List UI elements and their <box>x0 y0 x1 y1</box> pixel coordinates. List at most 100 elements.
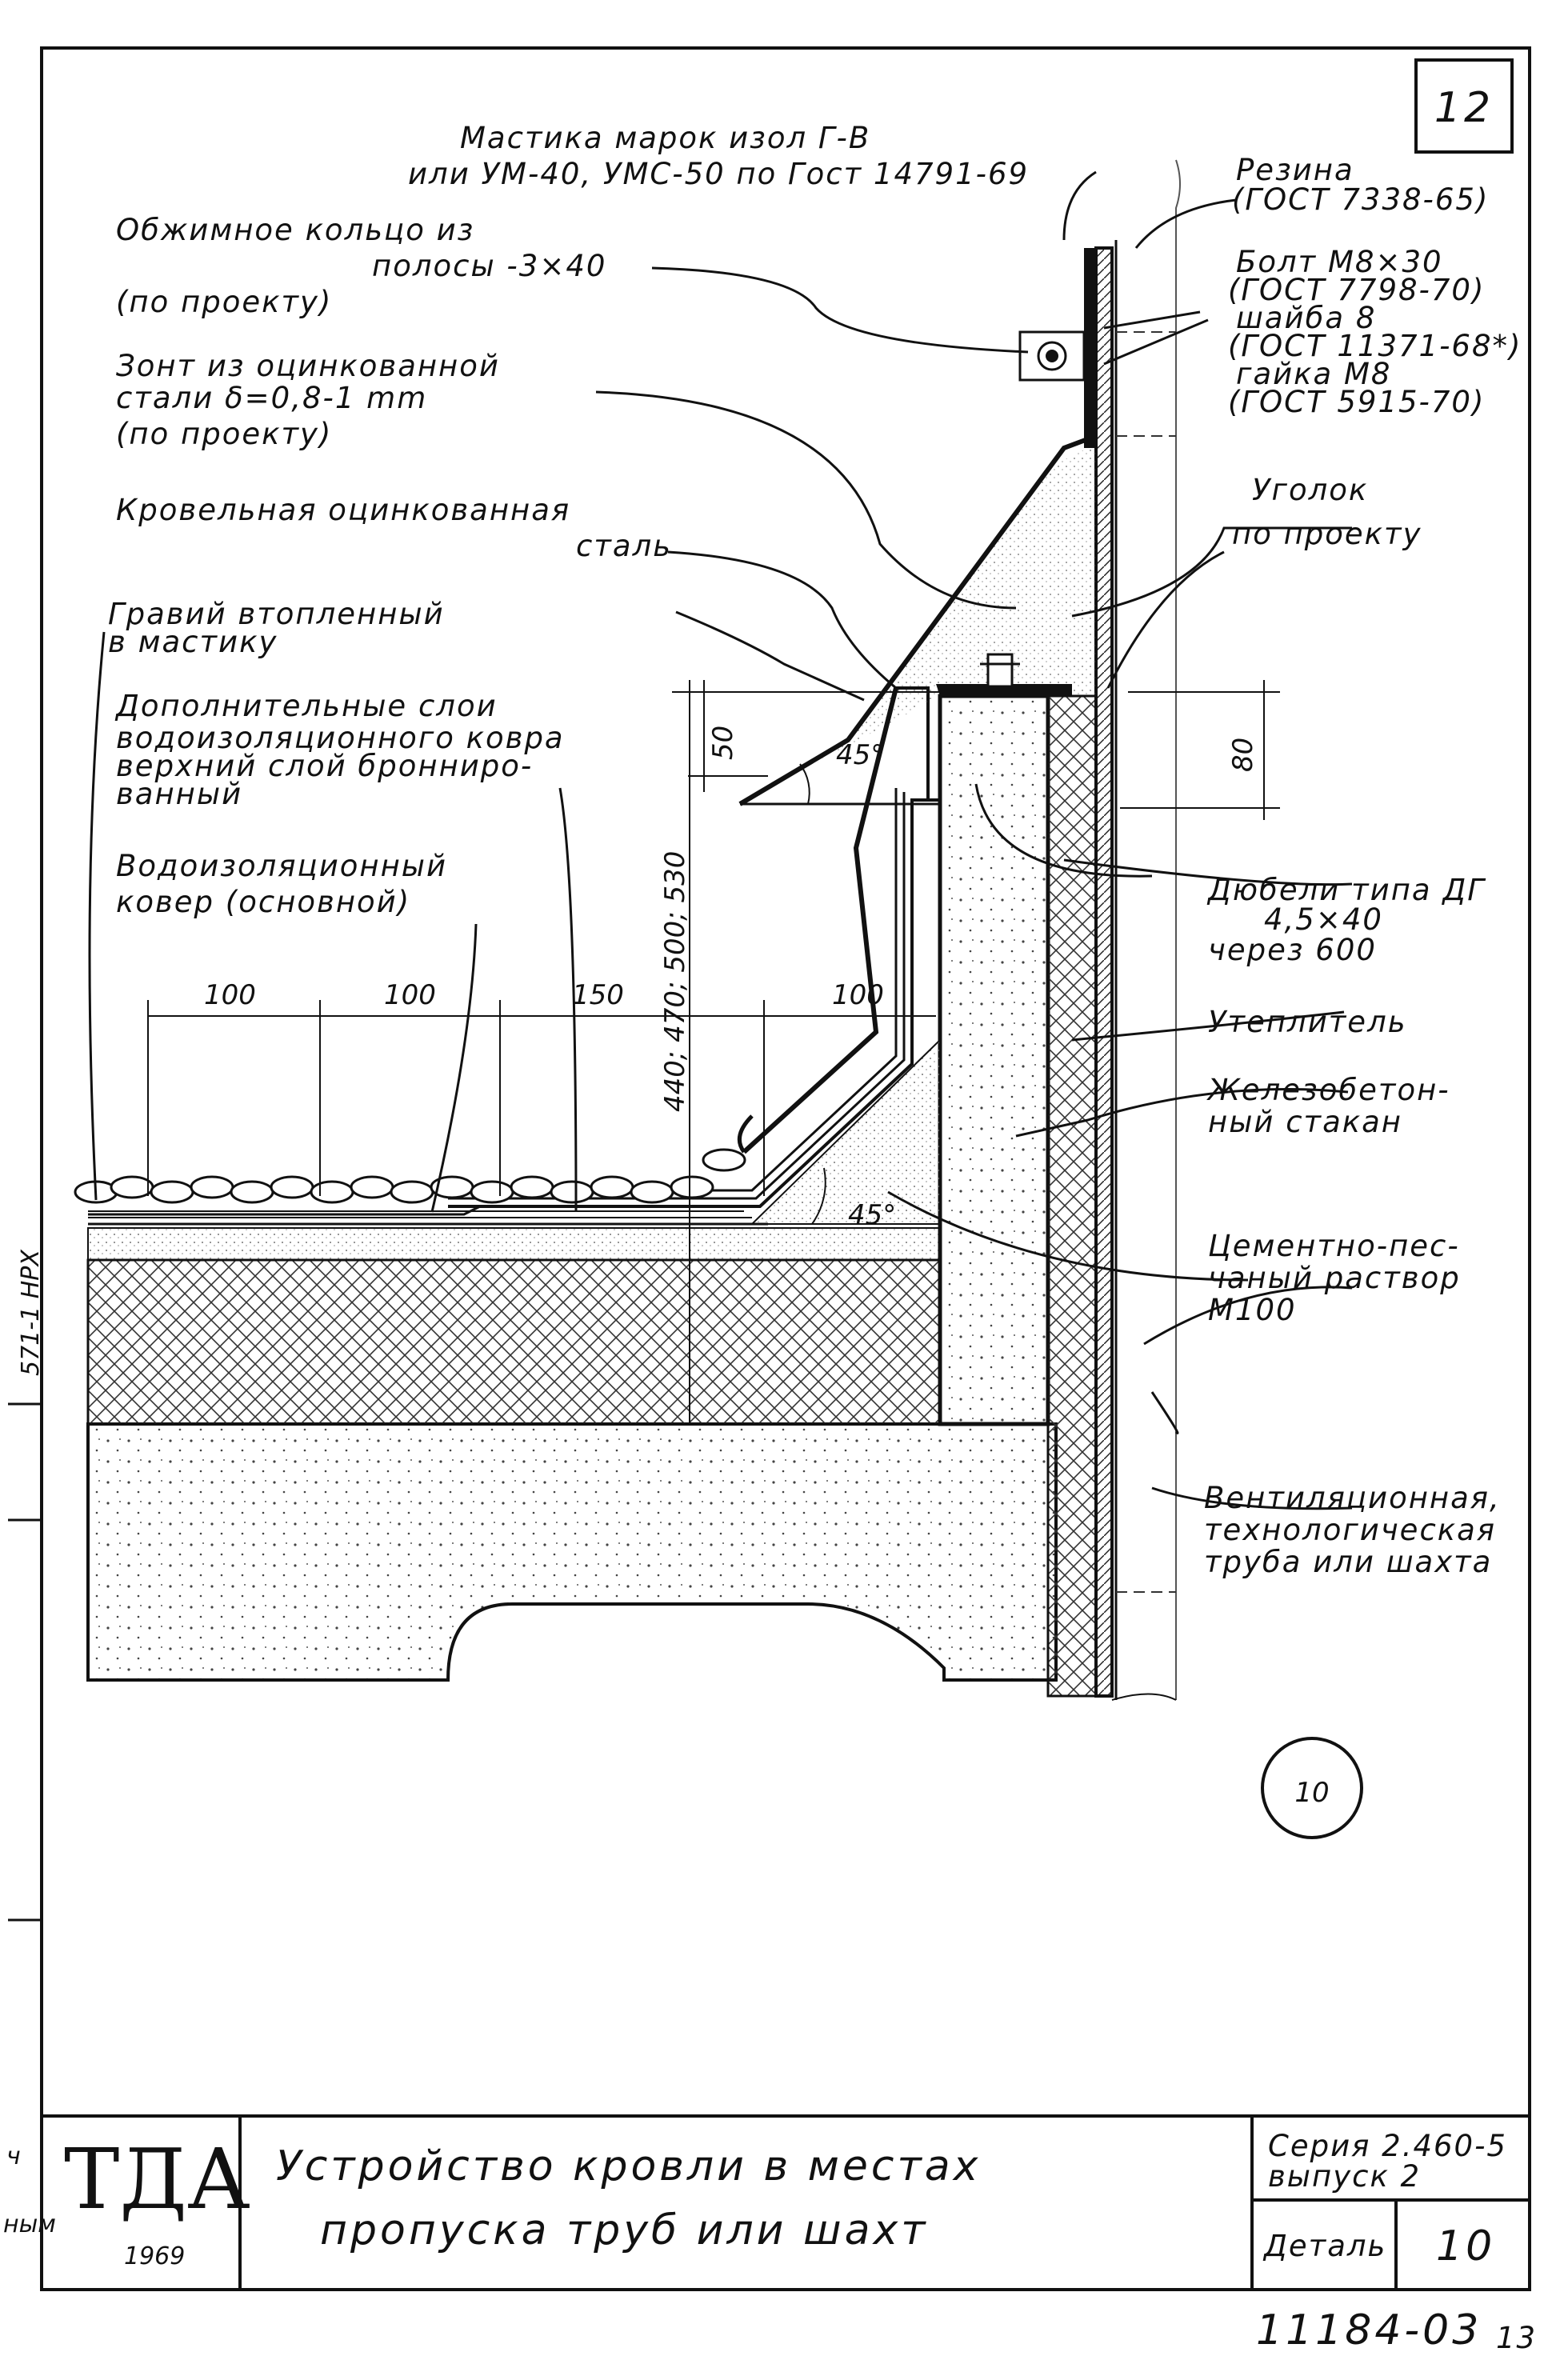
callout-umbrella: Зонт из оцинкованной стали δ=0,8-1 mm (п… <box>116 349 500 451</box>
svg-text:гайка М8: гайка М8 <box>1236 357 1391 391</box>
svg-text:стали δ=0,8-1 mm: стали δ=0,8-1 mm <box>116 381 427 415</box>
svg-text:труба или шахта: труба или шахта <box>1204 1545 1492 1579</box>
svg-text:чаный раствор: чаный раствор <box>1208 1261 1461 1295</box>
svg-text:Обжимное кольцо из: Обжимное кольцо из <box>116 213 474 247</box>
dimension-lines <box>147 680 1280 1424</box>
gravel-stone <box>350 1175 394 1199</box>
dim-100-a: 100 <box>204 979 256 1011</box>
svg-text:(по проекту): (по проекту) <box>116 285 332 319</box>
callout-rubber: Резина (ГОСТ 7338-65) <box>1232 153 1489 217</box>
umbrella <box>737 248 1098 1154</box>
svg-text:Цементно-пес-: Цементно-пес- <box>1208 1229 1460 1263</box>
dimension-texts: 100 100 150 100 50 80 440; 470; 500; 530… <box>204 726 1259 1231</box>
callout-extra-layers: Дополнительные слои водоизоляционного ко… <box>114 689 565 811</box>
svg-text:Болт М8×30: Болт М8×30 <box>1236 245 1443 279</box>
svg-text:Водоизоляционный: Водоизоляционный <box>116 849 447 883</box>
callout-gravel: Гравий втопленный в мастику <box>108 597 445 659</box>
detail-marker: 10 <box>1261 1737 1363 1839</box>
svg-text:Утеплитель: Утеплитель <box>1208 1005 1407 1039</box>
drawing-title-line2: пропуска труб или шахт <box>320 2206 929 2254</box>
svg-text:сталь: сталь <box>576 529 672 563</box>
svg-text:технологическая: технологическая <box>1204 1513 1496 1547</box>
dim-angle-2: 45° <box>848 1199 896 1231</box>
gravel-stone <box>230 1180 274 1204</box>
callout-main-carpet: Водоизоляционный ковер (основной) <box>116 849 447 919</box>
svg-text:Уголок: Уголок <box>1252 473 1368 507</box>
svg-text:шайба 8: шайба 8 <box>1236 301 1376 335</box>
callout-mortar: Цементно-пес- чаный раствор М100 <box>1208 1229 1461 1327</box>
callout-mastic: Мастика марок изол Г-В или УМ-40, УМС-50… <box>408 121 1029 191</box>
left-stamp-2: ным <box>3 2210 56 2238</box>
gravel-stone <box>702 1148 746 1172</box>
svg-text:(ГОСТ 7338-65): (ГОСТ 7338-65) <box>1232 182 1489 217</box>
gravel-stone <box>590 1175 634 1199</box>
gravel-stone <box>270 1175 314 1199</box>
detail-value: 10 <box>1436 2222 1495 2270</box>
issue: выпуск 2 <box>1268 2159 1421 2194</box>
leader-lines <box>88 170 1353 1510</box>
callout-roof-steel: Кровельная оцинкованная сталь <box>116 493 672 563</box>
organization-logo: ТДА <box>64 2130 250 2228</box>
doc-number: 11184-03 <box>1256 2306 1482 2354</box>
callout-ring: Обжимное кольцо из полосы -3×40 (по прое… <box>116 213 606 319</box>
title-block: ТДА 1969 Устройство кровли в местах проп… <box>3 2114 1530 2290</box>
svg-text:ковер (основной): ковер (основной) <box>116 885 410 919</box>
svg-text:Кровельная оцинкованная: Кровельная оцинкованная <box>116 493 570 527</box>
series: Серия 2.460-5 <box>1268 2129 1507 2163</box>
gravel-stone <box>110 1175 154 1199</box>
footer: 11184-03 13 <box>1256 2306 1537 2355</box>
svg-text:4,5×40: 4,5×40 <box>1264 902 1383 937</box>
svg-text:Резина: Резина <box>1236 153 1354 187</box>
callout-angle: Уголок по проекту <box>1232 473 1420 551</box>
detail-label: Деталь <box>1262 2229 1386 2263</box>
dim-150: 150 <box>572 979 624 1011</box>
gravel-stone <box>510 1175 554 1199</box>
svg-text:в мастику: в мастику <box>108 625 278 659</box>
page-number-box: 12 <box>1414 58 1514 154</box>
dim-80: 80 <box>1227 738 1259 772</box>
svg-text:Зонт из оцинкованной: Зонт из оцинкованной <box>116 349 500 383</box>
sheet-frame <box>8 46 1531 2291</box>
gravel-stone <box>470 1180 514 1204</box>
callout-insulation: Утеплитель <box>1208 1005 1407 1039</box>
svg-text:Гравий втопленный: Гравий втопленный <box>108 597 445 631</box>
dim-50: 50 <box>707 726 739 760</box>
svg-text:(по проекту): (по проекту) <box>116 417 332 451</box>
year: 1969 <box>124 2242 185 2270</box>
dim-angle-1: 45° <box>836 739 884 771</box>
svg-text:полосы -3×40: полосы -3×40 <box>372 249 606 283</box>
svg-text:Железобетон-: Железобетон- <box>1206 1073 1450 1107</box>
svg-text:водоизоляционного ковра: водоизоляционного ковра <box>116 721 565 755</box>
svg-text:Дополнительные слои: Дополнительные слои <box>114 689 498 723</box>
callout-dowels: Дюбели типа ДГ 4,5×40 через 600 <box>1206 873 1486 967</box>
gravel-stone <box>550 1180 594 1204</box>
sheet-number: 13 <box>1496 2321 1537 2355</box>
dim-100-c: 100 <box>832 979 884 1011</box>
svg-text:(ГОСТ 5915-70): (ГОСТ 5915-70) <box>1228 385 1485 419</box>
page-number: 12 <box>1434 84 1494 132</box>
callout-rc-sleeve: Железобетон- ный стакан <box>1206 1073 1450 1139</box>
callout-pipe: Вентиляционная, технологическая труба ил… <box>1204 1481 1501 1579</box>
gravel-stone <box>150 1180 194 1204</box>
svg-text:ванный: ванный <box>116 777 242 811</box>
dim-height: 440; 470; 500; 530 <box>659 851 691 1112</box>
svg-text:Мастика марок изол Г-В: Мастика марок изол Г-В <box>460 121 870 155</box>
svg-text:(ГОСТ 11371-68*): (ГОСТ 11371-68*) <box>1228 329 1522 363</box>
gravel-stone <box>670 1175 714 1199</box>
left-stamp: ч <box>6 2142 21 2170</box>
slab-section <box>86 1210 1058 1682</box>
svg-text:Вентиляционная,: Вентиляционная, <box>1204 1481 1501 1515</box>
gravel-stone <box>310 1180 354 1204</box>
drawing-title-line1: Устройство кровли в местах <box>276 2142 981 2190</box>
svg-text:через 600: через 600 <box>1208 933 1377 967</box>
gravel <box>74 1148 746 1204</box>
svg-text:Дюбели типа ДГ: Дюбели типа ДГ <box>1206 873 1486 907</box>
side-stamp: 571-1 НРХ <box>17 1249 45 1376</box>
svg-text:(ГОСТ 7798-70): (ГОСТ 7798-70) <box>1228 273 1485 307</box>
svg-text:10: 10 <box>1294 1777 1329 1809</box>
svg-text:М100: М100 <box>1208 1293 1297 1327</box>
gravel-stone <box>390 1180 434 1204</box>
svg-text:или УМ-40, УМС-50 по Гост 1479: или УМ-40, УМС-50 по Гост 14791-69 <box>408 157 1029 191</box>
gravel-stone <box>630 1180 674 1204</box>
